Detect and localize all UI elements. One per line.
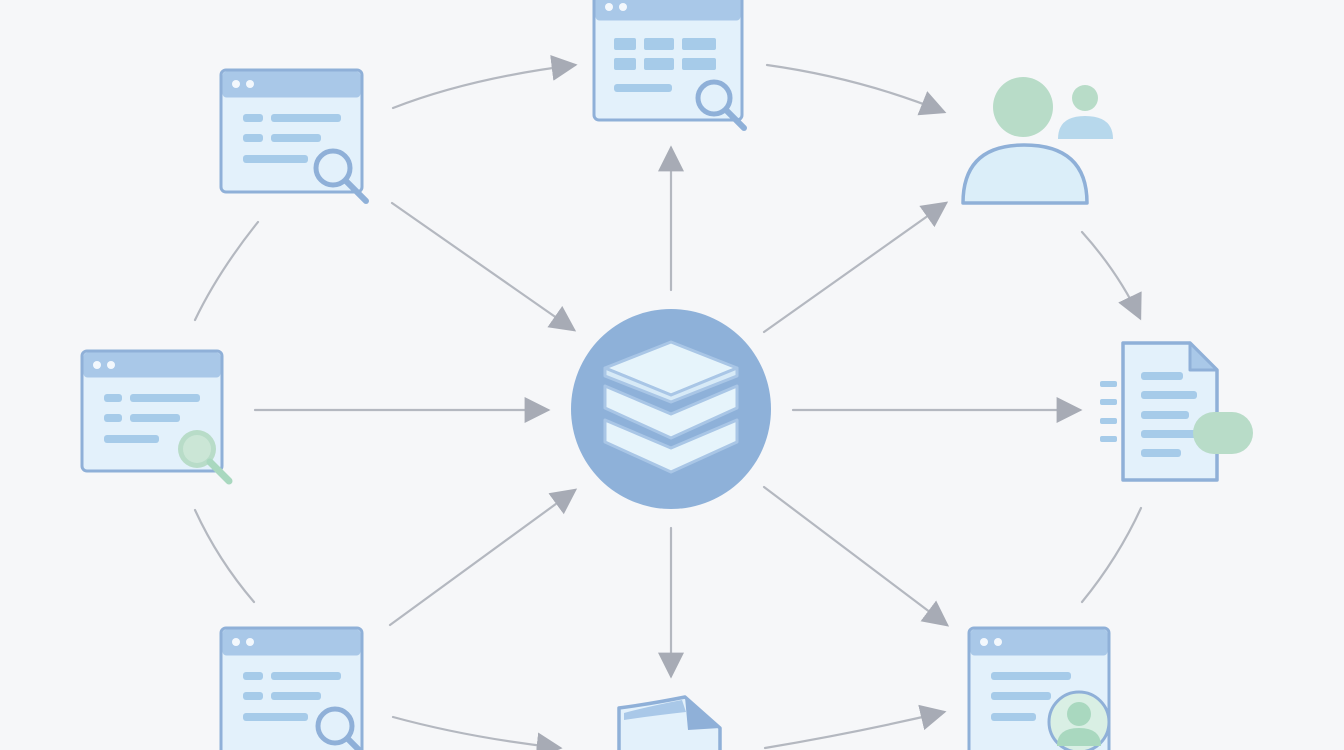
arrow-bottomleft-to-hub [388,488,578,627]
arrow-hub-to-bottomright [762,485,950,627]
users-icon [961,77,1113,205]
node-top-left [219,68,369,204]
browser-search-icon [219,68,369,204]
node-top-center [592,0,747,131]
node-top-right [961,77,1113,205]
link-midright-to-bottomright [1080,506,1143,604]
browser-user-icon [967,626,1111,750]
hub-circle [571,309,771,509]
hub-node [571,309,771,509]
node-mid-right [1100,341,1253,482]
browser-search-icon [219,626,364,750]
arrow-hub-to-topright [762,201,949,334]
link-topleft-to-midleft [193,220,260,322]
arrow-topright-to-midright [1080,230,1142,321]
database-stack-icon [603,340,739,474]
browser-table-search-icon [592,0,747,131]
node-bottom-center [617,695,722,750]
node-mid-left [80,349,233,485]
browser-search-green-icon [80,349,233,485]
arrow-topleft-to-topcenter [391,54,578,110]
connectors [193,54,1143,750]
arrow-topleft-to-hub [390,201,577,332]
arrow-topcenter-to-topright [765,63,947,116]
document-icon [617,695,722,750]
arrow-bottomcenter-to-bottomright [763,704,947,750]
node-bottom-left [219,626,364,750]
node-bottom-right [967,626,1111,750]
document-list-icon [1100,341,1253,482]
arrow-bottomleft-to-bottomcenter [391,715,563,750]
link-midleft-to-bottomleft [193,508,256,604]
